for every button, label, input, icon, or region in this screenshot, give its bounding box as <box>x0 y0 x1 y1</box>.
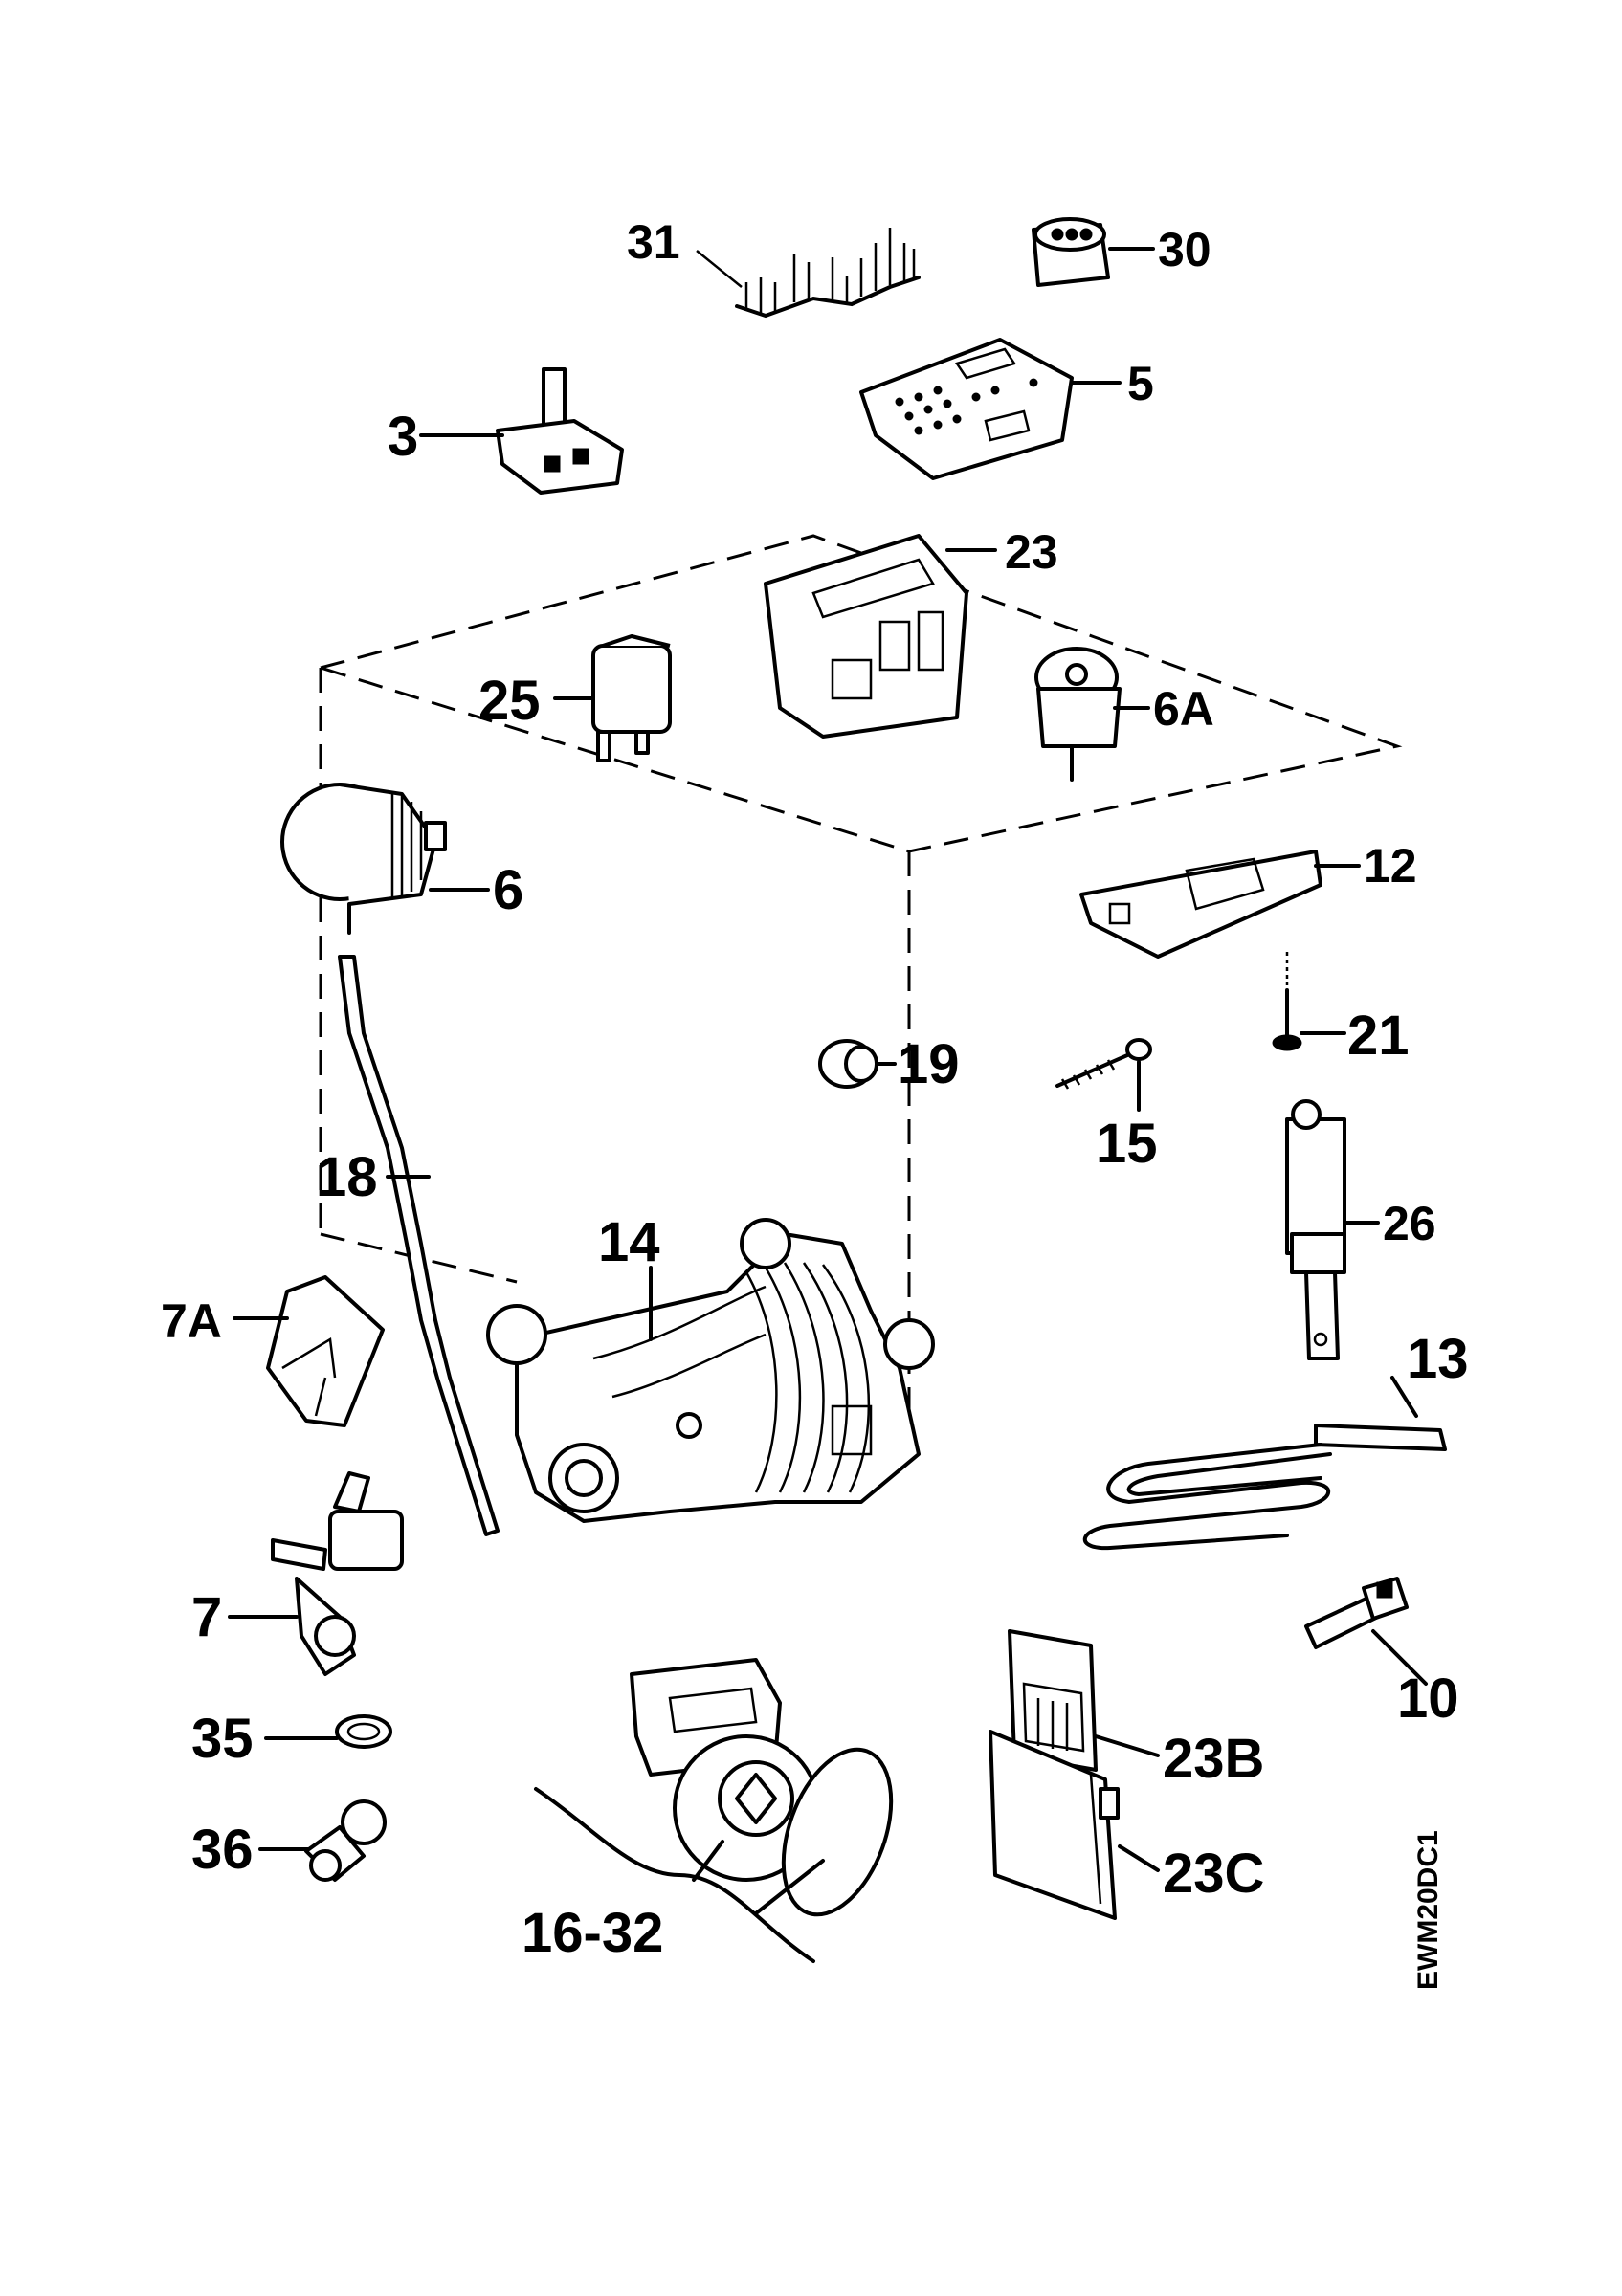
dispenser-23b-part <box>1008 1629 1098 1772</box>
callout-31: 31 <box>627 215 680 269</box>
callout-18: 18 <box>316 1146 378 1208</box>
inlet-valve-7-part <box>271 1471 404 1676</box>
callout-7: 7 <box>191 1586 222 1648</box>
dispenser-23c-part <box>989 1730 1120 1920</box>
callout-6: 6 <box>493 859 523 921</box>
callout-23b: 23B <box>1163 1728 1264 1790</box>
screw-21-part <box>1272 952 1302 1051</box>
callout-6a: 6A <box>1153 682 1214 736</box>
hose-18-part <box>338 955 500 1536</box>
callout-16-32: 16-32 <box>522 1902 663 1964</box>
filter-26-part <box>1285 1099 1346 1360</box>
control-board-part <box>859 338 1074 480</box>
timer-6-part <box>280 783 447 935</box>
door-lock-12-part <box>1079 850 1322 959</box>
callout-14: 14 <box>598 1211 660 1273</box>
relay-25-part <box>591 634 672 762</box>
callout-7a: 7A <box>161 1294 222 1348</box>
heating-element-13-part <box>1082 1424 1447 1551</box>
bracket-7a-part <box>266 1275 385 1427</box>
callout-10: 10 <box>1397 1667 1459 1730</box>
callout-5: 5 <box>1127 357 1154 410</box>
callout-23: 23 <box>1005 525 1058 579</box>
wiring-harness-part <box>735 228 921 319</box>
suppressor-part <box>1032 217 1110 287</box>
sensor-10-part <box>1304 1577 1409 1649</box>
callout-25: 25 <box>478 670 541 732</box>
module-23-part <box>764 534 968 739</box>
callout-13: 13 <box>1407 1328 1469 1390</box>
callout-21: 21 <box>1347 1004 1410 1067</box>
drain-pump-part <box>630 1658 894 1917</box>
callout-23c: 23C <box>1163 1843 1264 1905</box>
seal-35-part <box>335 1714 392 1749</box>
callout-3: 3 <box>388 406 418 468</box>
diagram-code: EWM20DC1 <box>1412 1830 1444 1990</box>
callout-35: 35 <box>191 1708 254 1770</box>
callout-36: 36 <box>191 1819 254 1881</box>
callout-19: 19 <box>898 1033 960 1095</box>
motor-14-part <box>486 1218 935 1523</box>
callout-12: 12 <box>1364 839 1417 893</box>
selector-switch-part <box>496 367 624 495</box>
callout-30: 30 <box>1158 223 1211 276</box>
connector-36-part <box>304 1799 387 1882</box>
grommet-19-part <box>818 1039 878 1089</box>
screw-15-part <box>1055 1038 1152 1090</box>
callout-26: 26 <box>1383 1197 1436 1250</box>
callout-15: 15 <box>1096 1113 1158 1175</box>
pressure-switch-6a-part <box>1034 647 1122 782</box>
